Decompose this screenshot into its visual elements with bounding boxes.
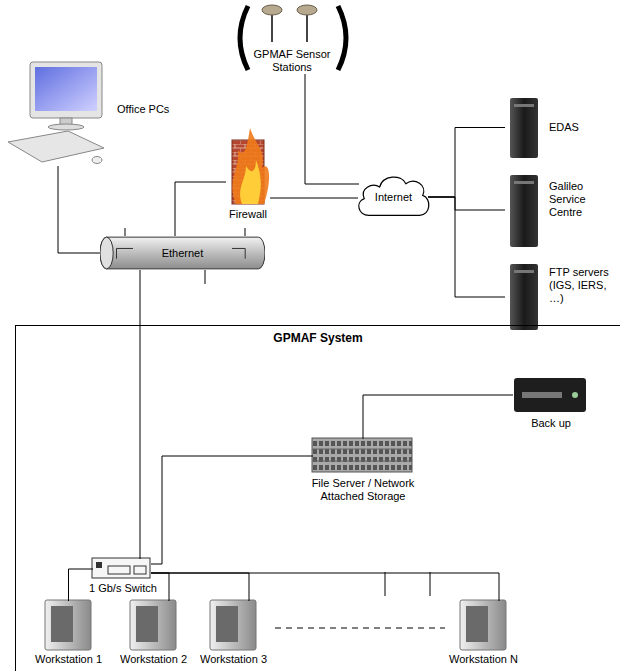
node-label: Ethernet	[100, 236, 265, 270]
network-link	[58, 166, 100, 253]
server: EDAS	[505, 95, 545, 160]
network-link	[363, 395, 513, 439]
server-icon	[510, 98, 538, 330]
pc-icon	[8, 62, 104, 164]
firewall-icon	[232, 128, 269, 204]
node-label: FTP servers (IGS, IERS, …)	[549, 266, 617, 305]
node-label: Back up	[531, 417, 571, 430]
internet-cloud: Internet	[355, 172, 432, 222]
workstation: Workstation 1	[41, 601, 96, 651]
server: Galileo Service Centre	[505, 172, 545, 248]
network-switch: 1 Gb/s Switch	[93, 559, 151, 579]
backup-unit: Back up	[513, 375, 589, 415]
network-link	[428, 128, 505, 198]
network-link	[428, 197, 505, 297]
node-label: GPMAF System	[16, 332, 620, 345]
network-link	[175, 182, 226, 236]
network-link	[151, 456, 313, 564]
node-label: Firewall	[229, 208, 267, 221]
server: FTP servers (IGS, IERS, …)	[505, 262, 545, 332]
antenna-symbol	[240, 5, 346, 70]
node-label: Workstation 1	[35, 653, 102, 666]
office-pc: Office PCs	[5, 58, 110, 166]
system-boundary: GPMAF SystemBack up File Server / Network…	[15, 325, 620, 671]
node-label: Internet	[355, 172, 432, 222]
rack-icon	[312, 438, 412, 472]
workstation: Workstation 3	[206, 601, 261, 651]
node-label: EDAS	[549, 121, 579, 134]
node-label: GPMAF Sensor Stations	[252, 48, 332, 74]
workstation: Workstation 2	[126, 601, 181, 651]
firewall: Firewall	[226, 126, 270, 206]
file-server: File Server / Network Attached Storage	[313, 439, 413, 473]
network-link	[270, 198, 358, 199]
wire-stub	[125, 228, 445, 628]
network-link	[140, 270, 141, 559]
sensor-stations: GPMAF Sensor Stations	[252, 2, 332, 74]
network-link	[428, 197, 505, 210]
node-label: File Server / Network Attached Storage	[298, 477, 428, 503]
node-label: Workstation 3	[200, 653, 267, 666]
workstation-icon	[45, 600, 506, 650]
switch-icon	[92, 558, 150, 578]
network-link	[151, 573, 499, 601]
node-label: Galileo Service Centre	[549, 180, 617, 219]
node-label: Workstation N	[449, 653, 518, 666]
workstation: Workstation N	[456, 601, 511, 651]
backup-icon	[514, 378, 586, 412]
ethernet-bus: Ethernet	[100, 236, 265, 270]
network-link	[151, 573, 249, 601]
network-link	[305, 74, 359, 184]
node-label: Workstation 2	[120, 653, 187, 666]
node-label: 1 Gb/s Switch	[89, 582, 157, 595]
node-label: Office PCs	[117, 103, 169, 116]
